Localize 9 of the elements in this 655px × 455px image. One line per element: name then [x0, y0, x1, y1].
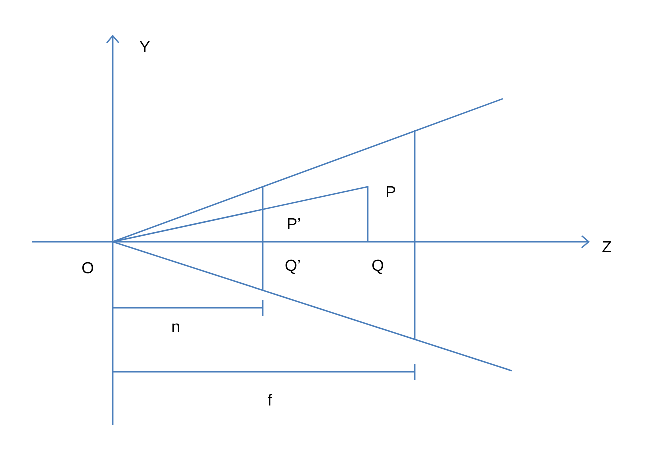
- point-label: f: [268, 394, 272, 406]
- point-label: Z: [602, 242, 612, 252]
- point-label: P: [387, 186, 396, 198]
- point-label: n: [172, 324, 180, 332]
- point-label: Q: [372, 260, 384, 274]
- point-label: Q’: [286, 260, 300, 274]
- point-label: P’: [288, 218, 300, 230]
- point-label: O: [82, 262, 94, 274]
- point-label: Y: [140, 42, 150, 52]
